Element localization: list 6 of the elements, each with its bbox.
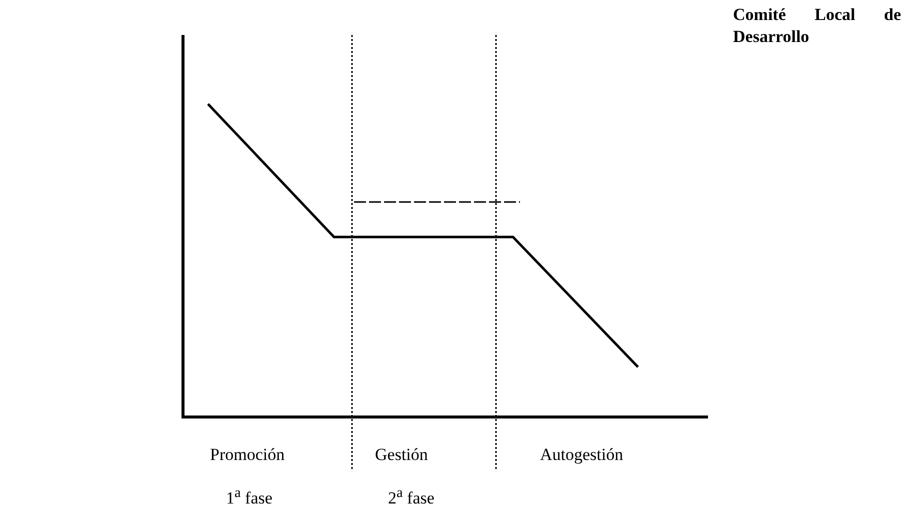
title-text: Comité Local de Desarrollo bbox=[733, 4, 901, 48]
phase-number: 2$^{a}$ fase bbox=[388, 485, 434, 509]
phase-label: Autogestión bbox=[540, 445, 624, 465]
phase-label: Gestión bbox=[375, 445, 428, 465]
phase-number: 1$^{a}$ fase bbox=[226, 485, 272, 509]
phase-label: Promoción bbox=[210, 445, 285, 465]
